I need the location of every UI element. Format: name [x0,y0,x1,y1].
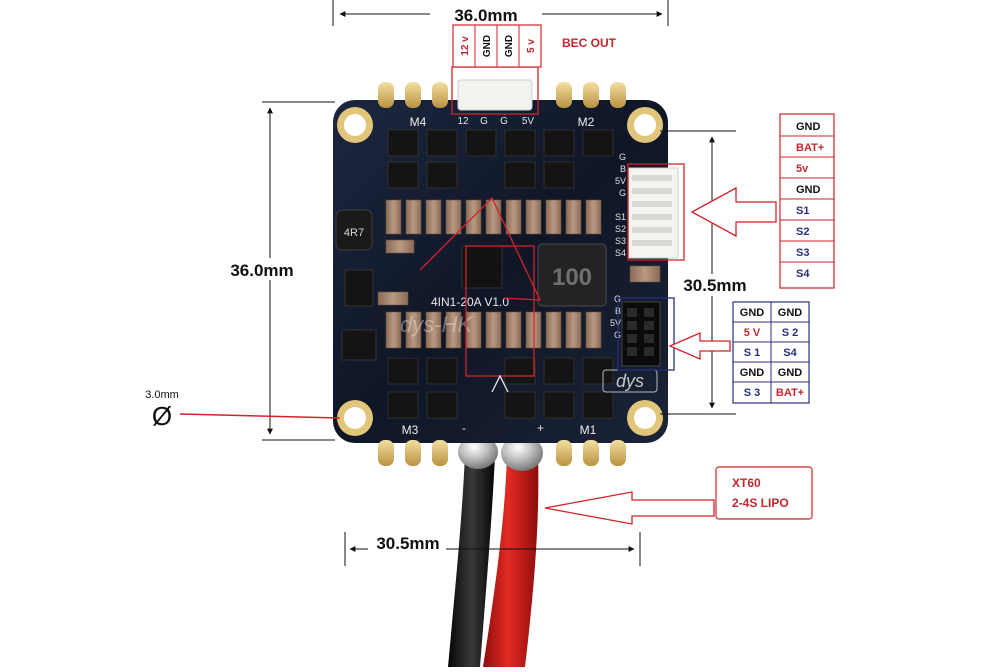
right-dim-label-bg [676,274,756,296]
model-label: 4IN1-20A V1.0 [431,295,509,309]
silk-bec-12: 12 [457,116,469,127]
positive-solder-joint [501,435,543,471]
bec-out-title: BEC OUT [562,36,617,50]
side-connector-callout-box [627,163,685,261]
regulator-chip [344,269,374,307]
silk-side-labels: G B 5V G S1 S2 S3 S4 [615,152,626,258]
bec-out-table: 12 v GND GND 5 v [452,24,542,68]
silk-power-plus: + [537,421,544,435]
fc-r1-right: GND [778,307,803,319]
capacitors [377,199,661,349]
side-pin-gnd1: GND [796,121,821,133]
silk-bec-labels: 12 G G 5V [457,116,534,127]
silk-fc-5v: 5V [610,318,621,328]
silk-side-s4: S4 [615,248,626,258]
inductor-label: 4R7 [344,227,364,239]
hole-dimension: 3.0mm Ø [145,389,341,431]
side-connector-arrow [690,186,777,238]
silk-side-b: B [620,164,626,174]
center-highlight-lines [419,196,542,301]
motor-pads-bottom [378,440,626,466]
silk-side-5v: 5V [615,176,626,186]
brand-logo-text: dys [616,371,644,391]
bec-pin-12v: 12 v [460,36,471,56]
hole-dim-label: 3.0mm [145,389,179,401]
fc-r1-left: GND [740,307,765,319]
side-pin-s3: S3 [796,247,809,259]
fc-callout-box [617,297,675,371]
fc-connector-table: GND GND 5 V S 2 S 1 S4 GND GND S 3 BAT+ [732,301,810,404]
big-inductor-label: 100 [552,264,592,291]
esc-board: 4R7 100 4IN1-20A V1.0 dys-HK dys M4 M2 M… [333,66,685,466]
top-dim-label-bg [430,4,542,24]
fc-r5-right: BAT+ [776,387,804,399]
dimension-lines [262,0,736,566]
silk-side-g1: G [619,152,626,162]
silk-bec-g1: G [480,116,488,127]
motor-pads-top [378,82,626,108]
motor-label-m1: M1 [580,423,597,437]
bec-connector [457,79,533,111]
silk-side-s3: S3 [615,236,626,246]
fc-r4-right: GND [778,367,803,379]
side-pin-s1: S1 [796,205,809,217]
side-connector-pins [632,175,672,246]
left-dim-label: 36.0mm [230,261,293,280]
fc-r2-right: S 2 [782,327,799,339]
side-pin-s2: S2 [796,226,809,238]
black-battery-wire [448,455,495,667]
center-arrow-up [491,374,509,393]
side-pin-5v: 5v [796,163,809,175]
battery-callout: XT60 2-4S LIPO [715,466,813,520]
side-pin-gnd2: GND [796,184,821,196]
small-chip [341,329,377,361]
negative-solder-joint [458,435,498,469]
silk-side-s2: S2 [615,224,626,234]
right-dim-label: 30.5mm [683,276,746,295]
center-chip [461,245,503,289]
small-inductor [335,209,373,251]
hole-pointer-line [179,413,341,419]
motor-label-m2: M2 [578,115,595,129]
fc-r5-left: S 3 [744,387,761,399]
fc-header-pins [627,308,654,356]
mosfets [387,129,614,419]
silk-side-g2: G [619,188,626,198]
battery-arrow [544,491,715,525]
watermark: dys-HK [400,312,473,337]
silk-side-s1: S1 [615,212,626,222]
silk-bec-g2: G [500,116,508,127]
side-pin-bat: BAT+ [796,142,824,154]
fc-r2-left: 5 V [744,327,761,339]
bec-pin-gnd1: GND [482,35,493,57]
silk-bec-5v: 5V [522,116,535,127]
side-pin-s4: S4 [796,268,810,280]
top-dim-label: 36.0mm [454,6,517,25]
bec-pin-gnd2: GND [504,35,515,57]
silk-power-minus: - [462,421,466,435]
mounting-holes [337,107,663,436]
bottom-dim-label-bg [368,533,446,553]
side-connector-table: GND BAT+ 5v GND S1 S2 S3 S4 [779,113,835,289]
fc-r4-left: GND [740,367,765,379]
bottom-dim-label: 30.5mm [376,534,439,553]
left-dim-label-bg [222,258,302,280]
motor-label-m4: M4 [410,115,427,129]
fc-r3-right: S4 [783,347,797,359]
fc-r3-left: S 1 [744,347,761,359]
diameter-symbol: Ø [152,401,172,431]
battery-cells-label: 2-4S LIPO [732,496,789,510]
motor-label-m3: M3 [402,423,419,437]
big-inductor [537,243,607,307]
bec-pin-5v: 5 v [526,39,537,53]
battery-connector-label: XT60 [732,476,761,490]
red-battery-wire [483,455,539,667]
fc-connector-arrow [668,332,731,360]
